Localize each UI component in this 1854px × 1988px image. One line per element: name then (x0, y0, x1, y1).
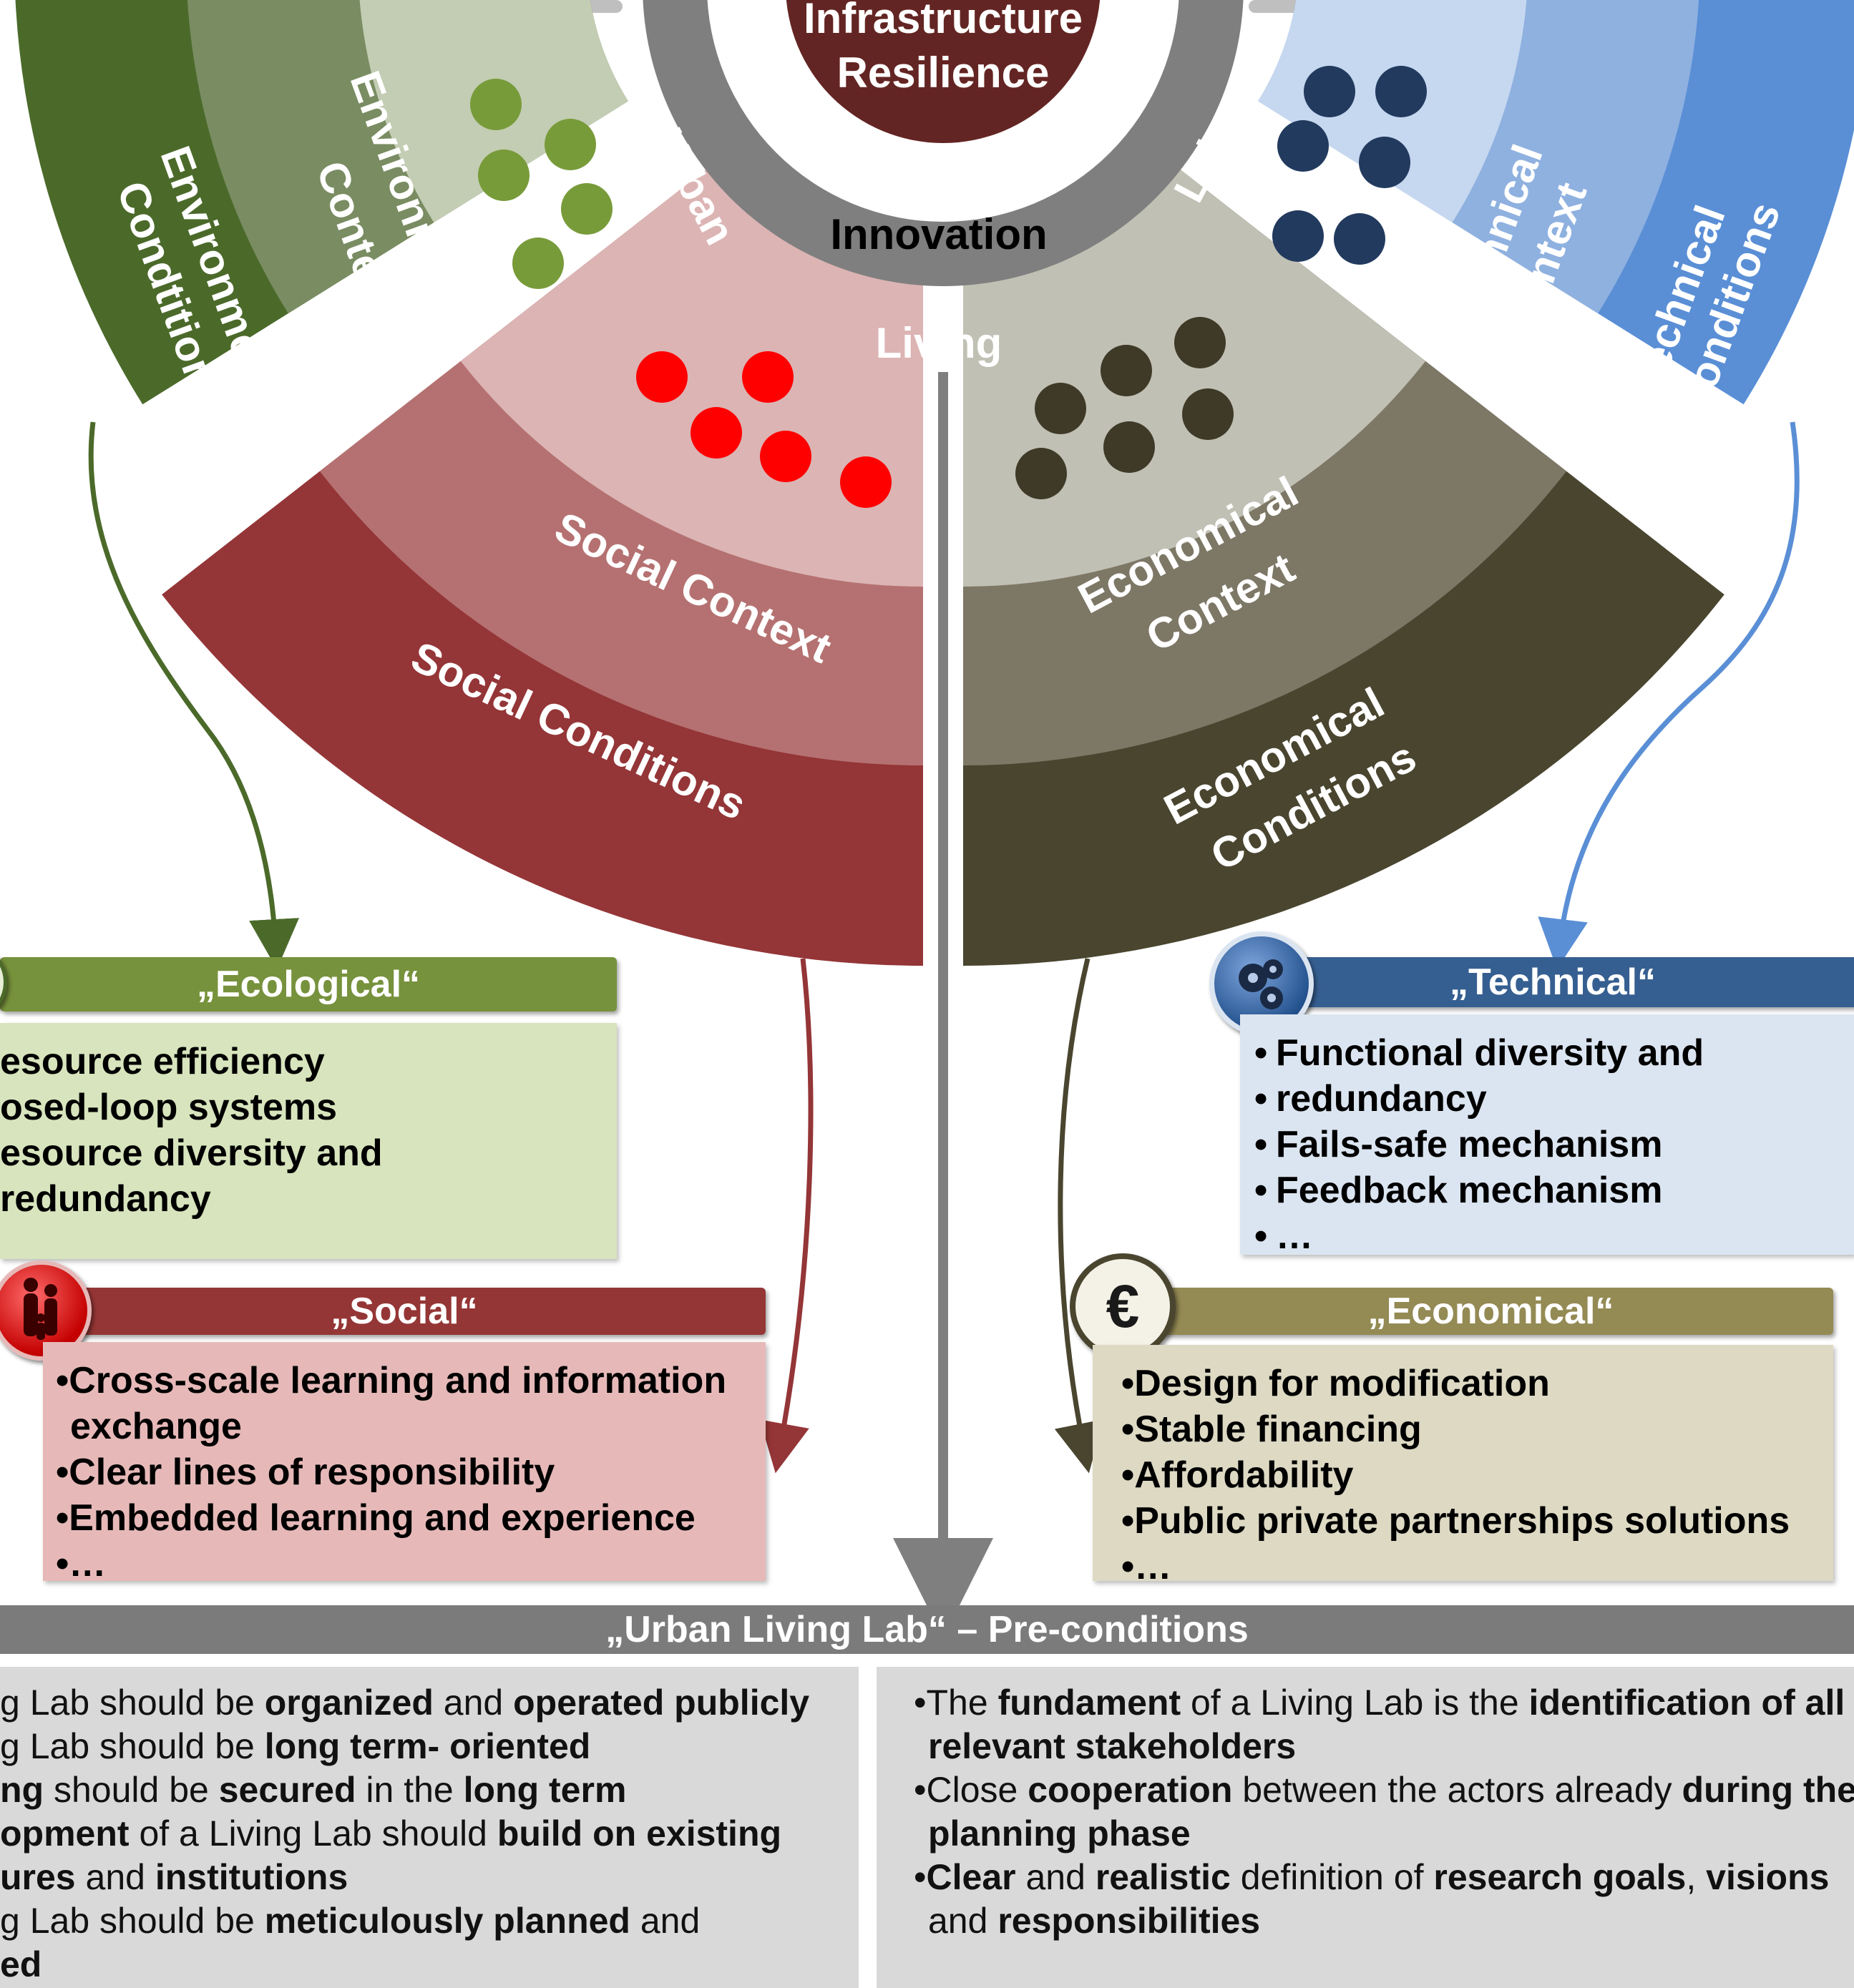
economical-item-1: •Stable financing (1121, 1409, 1422, 1450)
technical-title: „Technical“ (1449, 961, 1656, 1003)
pre-right-line-4: planning phase (928, 1813, 1191, 1854)
social-item-1: exchange (70, 1406, 242, 1447)
ecological-header: „Ecological“ (0, 957, 617, 1012)
center-circle (786, 0, 1101, 143)
preconditions-right: •The fundament of a Living Lab is the id… (877, 1667, 1854, 1988)
ecological-title: „Ecological“ (196, 964, 421, 1005)
environmental-dot (512, 238, 564, 289)
technical-item-3: Feedback mechanism (1254, 1167, 1840, 1213)
technical-header: „Technical“ (1245, 957, 1854, 1007)
economical-item-2: •Affordability (1121, 1454, 1354, 1496)
social-item-3: •Embedded learning and experience (56, 1497, 696, 1539)
arrow-ecological (88, 421, 299, 969)
ring-word-living: Living (876, 319, 1002, 367)
pre-right-line-6: and responsibilities (928, 1901, 1261, 1941)
economical-item-3: •Public private partnerships solutions (1121, 1500, 1790, 1542)
euro-icon: € (1070, 1253, 1176, 1359)
economical-item-0: •Design for modification (1121, 1363, 1550, 1404)
ecological-box: esource efficiency osed-loop systems eso… (0, 1023, 617, 1259)
technical-dot (1359, 137, 1410, 188)
pre-left-line-2: g Lab should be long term- oriented (0, 1726, 591, 1766)
center-title-1: Infrastructure (804, 0, 1083, 42)
pre-left-line-6: g Lab should be meticulously planned and (0, 1901, 701, 1941)
center-title-2: Resilience (837, 49, 1050, 97)
technical-dot (1375, 66, 1427, 117)
pre-left-line-3: ng should be secured in the long term (0, 1770, 627, 1810)
social-item-0: •Cross-scale learning and information (56, 1360, 727, 1401)
economical-dot (1174, 317, 1226, 368)
gear-icon (1239, 959, 1283, 1009)
preconditions-header: „Urban Living Lab“ – Pre-conditions (0, 1605, 1854, 1654)
segment-economical-inner (963, 167, 1426, 587)
economical-dot (1101, 345, 1152, 396)
ecological-item-1: osed-loop systems (0, 1087, 338, 1128)
social-box: •Cross-scale learning and information ex… (43, 1342, 766, 1585)
pre-right-line-1: •The fundament of a Living Lab is the id… (914, 1683, 1845, 1723)
preconditions-title: „Urban Living Lab“ – Pre-conditions (605, 1609, 1249, 1650)
economical-item-4: •… (1121, 1546, 1172, 1587)
social-dot (742, 351, 794, 403)
family-icon (24, 1278, 57, 1340)
pre-right-line-2: relevant stakeholders (928, 1726, 1297, 1766)
technical-dot (1304, 66, 1355, 117)
pre-left-line-4: opment of a Living Lab should build on e… (0, 1813, 782, 1854)
pre-right-line-3: •Close cooperation between the actors al… (914, 1770, 1854, 1810)
technical-dot (1277, 120, 1329, 172)
technical-item-4: … (1254, 1213, 1840, 1259)
ecological-item-2: esource diversity and redundancy (0, 1132, 383, 1220)
pre-left-line-5: ures and institutions (0, 1857, 348, 1897)
technical-box: Functional diversity and redundancy Fail… (1240, 1014, 1854, 1259)
economical-dot (1035, 383, 1086, 434)
social-header: „Social“ (43, 1288, 766, 1335)
technical-item-2: Fails-safe mechanism (1254, 1122, 1840, 1167)
technical-dot (1334, 213, 1385, 265)
economical-dot (1015, 448, 1067, 499)
social-dot (691, 407, 742, 459)
social-item-4: •… (56, 1543, 107, 1585)
economical-dot (1182, 388, 1234, 440)
pre-right-line-5: •Clear and realistic definition of resea… (914, 1857, 1830, 1897)
pre-left-line-1: g Lab should be organized and operated p… (0, 1683, 810, 1723)
social-dot (760, 431, 811, 482)
arrow-social (759, 958, 814, 1474)
segment-social-inner (460, 167, 923, 587)
euro-symbol: € (1106, 1272, 1140, 1340)
environmental-dot (545, 119, 596, 170)
environmental-dot (470, 79, 522, 130)
economical-dot (1103, 421, 1155, 473)
pre-left-line-7: ed (0, 1944, 42, 1984)
arrow-economical (1054, 958, 1104, 1474)
social-title: „Social“ (331, 1291, 478, 1332)
technical-item-1: redundancy (1254, 1076, 1840, 1122)
ecological-item-0: esource efficiency (0, 1041, 325, 1082)
arrow-technical (1538, 421, 1800, 969)
social-dot (840, 456, 892, 508)
environmental-dot (561, 183, 613, 235)
technical-dot (1272, 210, 1324, 262)
social-dot (636, 351, 688, 403)
preconditions-left: g Lab should be organized and operated p… (0, 1667, 859, 1988)
social-item-2: •Clear lines of responsibility (56, 1451, 555, 1493)
innovation-label: Innovation (830, 210, 1047, 258)
environmental-dot (478, 150, 530, 201)
economical-title: „Economical“ (1367, 1291, 1614, 1332)
economical-header: „Economical“ (1091, 1288, 1833, 1335)
technical-item-0: Functional diversity and (1254, 1030, 1840, 1076)
economical-box: •Design for modification •Stable financi… (1093, 1345, 1833, 1587)
